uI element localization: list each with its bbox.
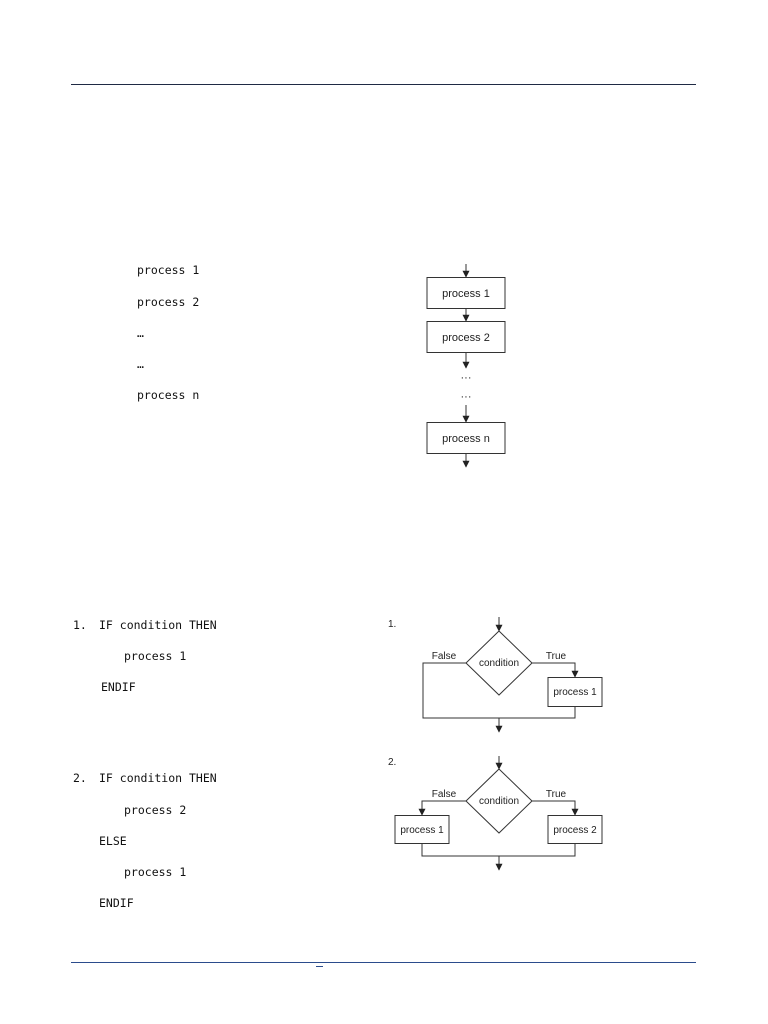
code-line: ENDIF (99, 896, 134, 910)
code-line: process 2 (137, 295, 200, 309)
process-label: process n (442, 433, 490, 445)
diagram-number: 2. (388, 757, 396, 768)
selection-flowchart-1 (422, 617, 603, 733)
code-line: … (137, 326, 144, 340)
process-box (547, 815, 603, 844)
header-rule (71, 84, 696, 85)
diagram-number: 1. (388, 619, 396, 630)
code-line: process 1 (124, 649, 187, 663)
process-box (426, 422, 506, 454)
selection-flowchart-2 (394, 756, 603, 871)
false-label: False (432, 789, 457, 800)
ellipsis-label: ··· (461, 391, 472, 403)
true-branch-arrow (532, 662, 579, 678)
false-label: False (432, 651, 457, 662)
process-box (426, 277, 506, 309)
process-label: process 1 (442, 288, 490, 300)
merge-line (499, 707, 576, 719)
item-number: 1. (73, 618, 87, 632)
selection-flowchart-2-labels: 2. False True condition process 1 proces… (388, 757, 597, 836)
code-line: ELSE (99, 834, 127, 848)
code-line: process 1 (137, 263, 200, 277)
selection-flowchart-1-labels: 1. False True condition process 1 (388, 619, 597, 698)
decision-diamond (465, 768, 533, 834)
merge-line (421, 844, 576, 857)
process-label: process 2 (442, 332, 490, 344)
sequence-flowchart-labels: process 1 process 2 ··· ··· process n (442, 288, 490, 445)
decision-label: condition (479, 658, 519, 669)
footer-mark (316, 966, 323, 967)
process-label: process 1 (400, 825, 444, 836)
process-label: process 2 (553, 825, 597, 836)
true-label: True (546, 789, 567, 800)
process-box (426, 321, 506, 353)
false-branch-line (422, 662, 499, 719)
true-label: True (546, 651, 567, 662)
ellipsis-label: ··· (461, 372, 472, 384)
process-box (394, 815, 450, 844)
code-line: ENDIF (101, 680, 136, 694)
decision-label: condition (479, 796, 519, 807)
code-line: process 1 (124, 865, 187, 879)
process-box (547, 677, 603, 707)
code-line: process 2 (124, 803, 187, 817)
true-branch-arrow (532, 800, 579, 816)
code-line: process n (137, 388, 200, 402)
code-line: IF condition THEN (99, 618, 217, 632)
footer-rule (71, 962, 696, 963)
decision-diamond (465, 630, 533, 696)
false-branch-arrow (418, 800, 466, 816)
sequence-flowchart (426, 264, 506, 468)
item-number: 2. (73, 771, 87, 785)
code-line: IF condition THEN (99, 771, 217, 785)
process-label: process 1 (553, 687, 597, 698)
code-line: … (137, 357, 144, 371)
